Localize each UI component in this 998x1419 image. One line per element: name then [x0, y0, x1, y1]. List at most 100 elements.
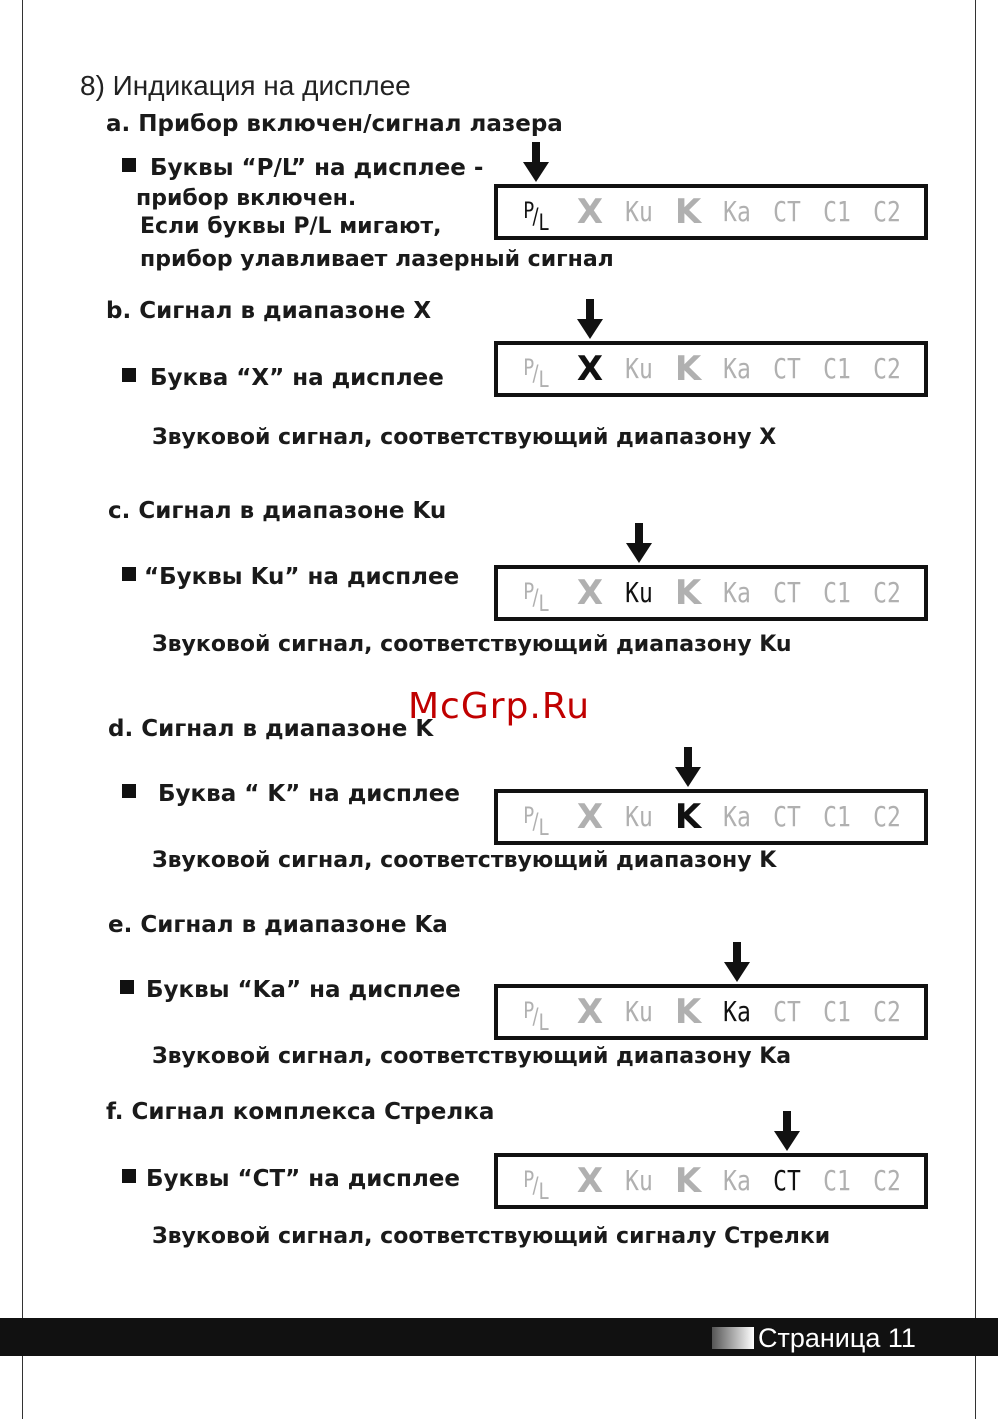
- display-segment-ka: Ka: [723, 1164, 751, 1197]
- section-c-title: c. Сигнал в диапазоне Ku: [108, 498, 447, 524]
- display-segment-ku: Ku: [625, 800, 653, 833]
- display-segment-pl: P/L: [516, 1157, 555, 1205]
- section-b-title: b. Сигнал в диапазоне X: [106, 298, 432, 324]
- display-segment-pl-p: P: [523, 356, 535, 381]
- display-segment-x: X: [576, 1161, 604, 1201]
- section-e-bullet-text: Буквы “Ka” на дисплее: [146, 977, 461, 1003]
- display-segment-pl: P/L: [516, 793, 555, 841]
- display-segment-ct: CT: [773, 1164, 801, 1197]
- display-segment-x: X: [576, 573, 604, 613]
- display-segment-pl: P/L: [516, 188, 555, 236]
- arrow-down-icon: [577, 299, 603, 339]
- display-segment-ct: CT: [773, 576, 801, 609]
- display-segment-ct: CT: [773, 352, 801, 385]
- display-segment-pl-l: L: [538, 1180, 549, 1205]
- display-segment-pl-p: P: [523, 199, 535, 224]
- arrow-down-icon: [774, 1111, 800, 1151]
- bullet-square-icon: [122, 567, 136, 581]
- section-f-bullet-text: Буквы “CT” на дисплее: [146, 1166, 460, 1192]
- section-a-bullet-text: Буквы “P/L” на дисплее -: [150, 155, 484, 181]
- section-f-bullet: Буквы “CT” на дисплее: [122, 1166, 460, 1192]
- display-segment-c2: C2: [873, 995, 901, 1028]
- section-b-sound: Звуковой сигнал, соответствующий диапазо…: [152, 425, 777, 450]
- display-segment-pl-p: P: [523, 580, 535, 605]
- section-b-bullet: Буква “X” на дисплее: [122, 365, 444, 391]
- section-f-title: f. Сигнал комплекса Стрелка: [106, 1099, 495, 1125]
- display-segment-pl-p: P: [523, 1168, 535, 1193]
- arrow-down-icon: [724, 942, 750, 982]
- display-segment-pl-l: L: [538, 592, 549, 617]
- bullet-square-icon: [120, 980, 134, 994]
- display-segment-c1: C1: [823, 1164, 851, 1197]
- display-segment-c2: C2: [873, 195, 901, 228]
- display-segment-ka: Ka: [723, 576, 751, 609]
- display-segment-ka: Ka: [723, 995, 751, 1028]
- section-d-sound: Звуковой сигнал, соответствующий диапазо…: [152, 848, 777, 873]
- section-a-bullet: Буквы “P/L” на дисплее -: [122, 155, 483, 181]
- display-segment-pl: P/L: [516, 569, 555, 617]
- display-segment-ct: CT: [773, 800, 801, 833]
- footer-bar: [0, 1318, 998, 1356]
- display-segment-c1: C1: [823, 195, 851, 228]
- display-segment-pl-slash: /: [532, 810, 539, 835]
- section-a-line-2: Если буквы P/L мигают,: [140, 214, 442, 239]
- watermark: McGrp.Ru: [408, 686, 591, 727]
- display-segment-k: K: [674, 573, 702, 613]
- display-segment-ku: Ku: [625, 576, 653, 609]
- display-segment-ku: Ku: [625, 352, 653, 385]
- display-segment-c2: C2: [873, 352, 901, 385]
- display-segment-c1: C1: [823, 352, 851, 385]
- display-segment-pl-slash: /: [532, 205, 539, 230]
- display-segment-pl: P/L: [516, 345, 555, 393]
- display-segment-x: X: [576, 192, 604, 232]
- arrow-down-icon: [523, 142, 549, 182]
- section-d-bullet-text: Буква “ K” на дисплее: [150, 781, 460, 807]
- page-heading: 8) Индикация на дисплее: [80, 70, 411, 101]
- section-d-title: d. Сигнал в диапазоне K: [108, 716, 434, 742]
- display-segment-pl: P/L: [516, 988, 555, 1036]
- display-segment-pl-slash: /: [532, 1005, 539, 1030]
- display-segment-pl-slash: /: [532, 1174, 539, 1199]
- display-segment-ct: CT: [773, 195, 801, 228]
- section-a-title: a. Прибор включен/сигнал лазера: [106, 111, 563, 137]
- section-e-title: e. Сигнал в диапазоне Ka: [108, 912, 448, 938]
- display-segment-pl-l: L: [538, 816, 549, 841]
- display-segment-pl-p: P: [523, 999, 535, 1024]
- display-segment-c1: C1: [823, 995, 851, 1028]
- section-f-sound: Звуковой сигнал, соответствующий сигналу…: [152, 1224, 831, 1249]
- display-segment-ka: Ka: [723, 800, 751, 833]
- display-segment-x: X: [576, 992, 604, 1032]
- section-d-bullet: Буква “ K” на дисплее: [122, 781, 460, 807]
- bullet-square-icon: [122, 1169, 136, 1183]
- display-segment-k: K: [674, 797, 702, 837]
- display-segment-c2: C2: [873, 576, 901, 609]
- bullet-square-icon: [122, 368, 136, 382]
- section-e-bullet: Буквы “Ka” на дисплее: [120, 977, 461, 1003]
- section-b-bullet-text: Буква “X” на дисплее: [150, 365, 444, 391]
- display-segment-c2: C2: [873, 800, 901, 833]
- section-e-sound: Звуковой сигнал, соответствующий диапазо…: [152, 1044, 792, 1069]
- section-a-line-3: прибор улавливает лазерный сигнал: [140, 247, 614, 272]
- display-segment-ct: CT: [773, 995, 801, 1028]
- display-segment-x: X: [576, 797, 604, 837]
- display-segment-pl-l: L: [538, 1011, 549, 1036]
- page-frame: [22, 0, 976, 1419]
- display-segment-c1: C1: [823, 576, 851, 609]
- display-segment-k: K: [674, 349, 702, 389]
- display-segment-pl-l: L: [538, 368, 549, 393]
- bullet-square-icon: [122, 784, 136, 798]
- display-segment-pl-p: P: [523, 804, 535, 829]
- section-c-sound: Звуковой сигнал, соответствующий диапазо…: [152, 632, 792, 657]
- page-number: Страница 11: [758, 1323, 916, 1353]
- arrow-down-icon: [675, 747, 701, 787]
- display-segment-pl-l: L: [538, 211, 549, 236]
- display-segment-pl-slash: /: [532, 362, 539, 387]
- arrow-down-icon: [626, 523, 652, 563]
- section-c-bullet-text: “Буквы Ku” на дисплее: [144, 564, 460, 590]
- section-a-line-1: прибор включен.: [136, 186, 357, 211]
- display-segment-ku: Ku: [625, 995, 653, 1028]
